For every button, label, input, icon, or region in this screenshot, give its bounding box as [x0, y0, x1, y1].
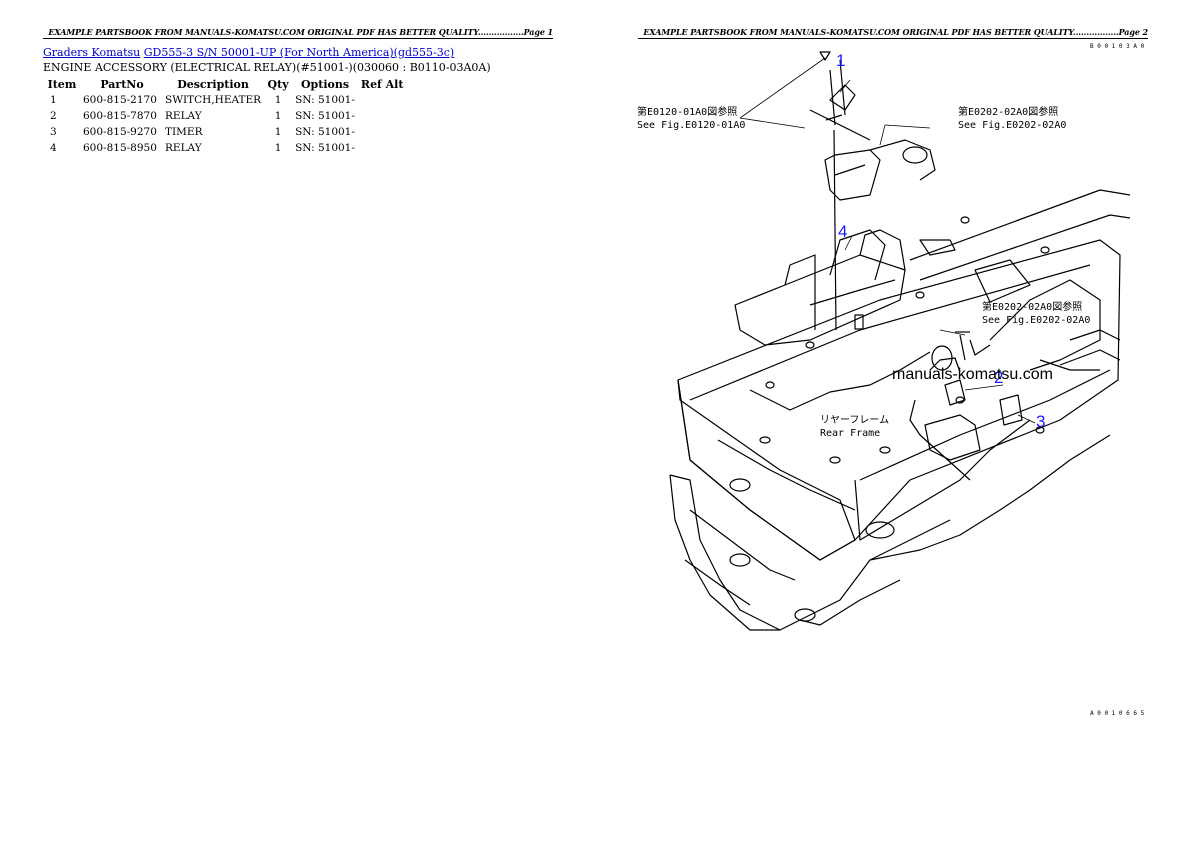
row-partno: 600-815-8950 — [83, 142, 157, 154]
row-description: TIMER — [165, 126, 203, 138]
rear-frame-drawing — [669, 216, 1121, 631]
ref-label-top-left-jp: 第E0120-01A0図参照 — [637, 105, 737, 118]
col-partno: PartNo — [100, 78, 144, 91]
side-rail-drawing — [909, 189, 1131, 366]
callout-2: 2 — [994, 368, 1003, 387]
row-refalt — [357, 124, 408, 140]
table-row: 2 600-815-7870 RELAY 1 SN: 51001- — [43, 108, 407, 124]
row-partno: 600-815-7870 — [83, 110, 157, 122]
col-qty: Qty — [267, 78, 289, 91]
row-description: RELAY — [165, 142, 202, 154]
col-options: Options — [300, 78, 350, 91]
row-qty: 1 — [274, 142, 282, 154]
callout-4: 4 — [838, 222, 847, 241]
row-refalt — [357, 92, 408, 108]
frame-label-en: Rear Frame — [820, 428, 880, 439]
row-options: SN: 51001- — [295, 142, 355, 154]
page2-header: EXAMPLE PARTSBOOK FROM MANUALS-KOMATSU.C… — [638, 27, 1148, 39]
row-item: 3 — [50, 126, 57, 138]
table-row: 3 600-815-9270 TIMER 1 SN: 51001- — [43, 124, 407, 140]
relay-bracket-drawing — [734, 51, 936, 346]
leader-lines — [739, 57, 1036, 424]
breadcrumb-link-model[interactable]: GD555-3 S/N 50001-UP (For North America)… — [143, 46, 455, 59]
row-description: SWITCH,HEATER — [165, 94, 262, 106]
breadcrumb-link-graders[interactable]: Graders Komatsu — [43, 46, 141, 59]
frame-label-jp: リヤーフレーム — [820, 414, 889, 426]
table-row: 4 600-815-8950 RELAY 1 SN: 51001- — [43, 140, 407, 156]
col-refalt: Ref Alt — [360, 78, 404, 91]
drawing-code-top: B 0 0 1 0 3 A 0 — [1090, 43, 1145, 50]
row-item: 2 — [50, 110, 57, 122]
callout-1: 1 — [836, 51, 845, 70]
parts-table-header: Item PartNo Description Qty Options Ref … — [43, 77, 407, 92]
col-item: Item — [47, 78, 77, 91]
watermark-text: manuals-komatsu.com — [892, 366, 1053, 383]
row-options: SN: 51001- — [295, 110, 355, 122]
row-item: 1 — [50, 94, 57, 106]
row-qty: 1 — [274, 94, 282, 106]
section-title: ENGINE ACCESSORY (ELECTRICAL RELAY)(#510… — [43, 61, 491, 74]
relay-group-drawing — [909, 279, 1101, 481]
row-refalt — [357, 140, 408, 156]
row-partno: 600-815-2170 — [83, 94, 157, 106]
row-refalt — [357, 108, 408, 124]
row-item: 4 — [50, 142, 57, 154]
ref-label-mid-jp: 第E0202-02A0図参照 — [982, 300, 1082, 313]
ref-label-top-left-en: See Fig.E0120-01A0 — [637, 120, 745, 131]
row-qty: 1 — [274, 126, 282, 138]
row-description: RELAY — [165, 110, 202, 122]
page1-header: EXAMPLE PARTSBOOK FROM MANUALS-KOMATSU.C… — [43, 27, 553, 39]
row-partno: 600-815-9270 — [83, 126, 157, 138]
ref-label-mid-en: See Fig.E0202-02A0 — [982, 315, 1090, 326]
table-row: 1 600-815-2170 SWITCH,HEATER 1 SN: 51001… — [43, 92, 407, 108]
ref-label-top-right-jp: 第E0202-02A0図参照 — [958, 105, 1058, 118]
callout-3: 3 — [1036, 412, 1045, 431]
parts-table: Item PartNo Description Qty Options Ref … — [43, 77, 407, 156]
col-description: Description — [177, 78, 249, 91]
parts-diagram: 第E0120-01A0図参照 See Fig.E0120-01A0 第E0202… — [637, 43, 1145, 717]
row-qty: 1 — [274, 110, 282, 122]
row-options: SN: 51001- — [295, 126, 355, 138]
breadcrumb: Graders Komatsu GD555-3 S/N 50001-UP (Fo… — [43, 46, 454, 59]
drawing-code-bottom: A 0 0 1 0 6 6 5 — [1090, 710, 1145, 717]
ref-label-top-right-en: See Fig.E0202-02A0 — [958, 120, 1066, 131]
row-options: SN: 51001- — [295, 94, 355, 106]
